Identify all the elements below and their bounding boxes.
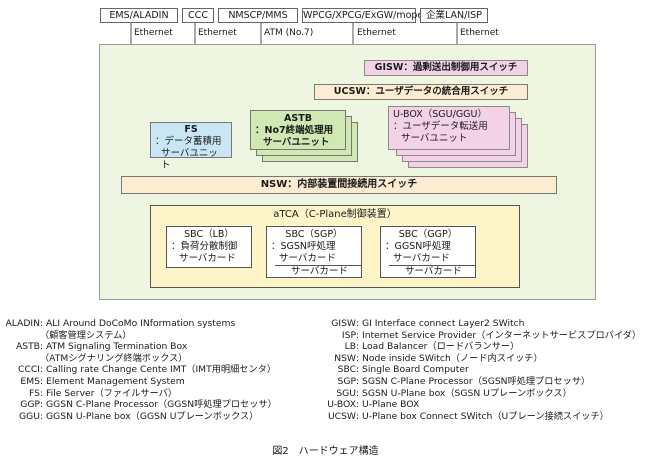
legend-right: GISW: GI Interface connect Layer2 SWitch… [322, 318, 641, 422]
gisw-bar: GISW：過剰送出制御用スイッチ [364, 60, 528, 76]
sbc-sgp-title: SBC（SGP） [285, 229, 343, 240]
legend-row: U-BOX: U-Plane BOX [322, 399, 641, 411]
legend-row: GGU: GGSN U-Plane box（GGSN Uプレーンボックス） [2, 411, 277, 423]
sbc-sgp-line1: ：SGSN呼処理 [271, 241, 336, 252]
legend-desc: : Node inside SWitch（ノード内スイッチ） [356, 352, 543, 364]
link-label-5: Ethernet [460, 28, 499, 38]
sbc-ggp-line1: ：GGSN呼処理 [385, 241, 451, 252]
sbc-sgp-card: SBC（SGP） ：SGSN呼処理 サーバカード サーバカード [266, 226, 362, 278]
legend-abbr: UCSW [327, 410, 356, 422]
legend-abbr: U-BOX [327, 399, 356, 411]
fs-line2: サーバユニット [161, 148, 218, 171]
legend-abbr: FS [29, 387, 40, 399]
legend-row: CCCI: Calling rate Change Cente IMT（IMT用… [2, 364, 277, 376]
sbc-lb-line2: サーバカード [179, 253, 236, 264]
legend-desc: : Element Management System [40, 375, 185, 387]
legend-abbr: ISP [341, 329, 356, 341]
sbc-lb-line1: ：負荷分散制御 [171, 241, 238, 252]
legend-desc: : SGSN U-Plane box（SGSN Uプレーンボックス） [356, 387, 572, 399]
legend-desc: : GI Interface connect Layer2 SWitch [356, 318, 525, 329]
figure-caption: 図2 ハードウェア構造 [272, 446, 379, 457]
legend-desc: : U-Plane BOX [356, 399, 420, 411]
legend-desc: : Load Balancer（ロードバランサー） [356, 341, 520, 353]
ubox-card: U-BOX（SGU/GGU） ：ユーザデータ転送用 サーバユニット [388, 106, 510, 150]
legend-desc: : File Server（ファイルサーバ） [40, 387, 178, 399]
link-label-1: Ethernet [134, 28, 173, 38]
legend-desc: : ATM Signaling Termination Box [40, 341, 188, 353]
legend-abbr: GISW [331, 318, 356, 329]
legend-row: GISW: GI Interface connect Layer2 SWitch [322, 318, 641, 330]
legend-desc: : ALI Around DoCoMo INformation systems [40, 318, 236, 329]
legend-desc: : Internet Service Provider（インターネットサービスプ… [356, 329, 642, 341]
legend-row: EMS: Element Management System [2, 376, 277, 388]
ubox-line1: ：ユーザデータ転送用 [393, 121, 488, 132]
sbc-ggp-title: SBC（GGP） [398, 229, 458, 240]
sbc-lb-card: SBC（LB） ：負荷分散制御 サーバカード [166, 226, 252, 268]
sbc-sgp-line2: サーバカード [279, 253, 336, 264]
link-label-4: Ethernet [357, 28, 396, 38]
fs-line1: ：データ蓄積用 [155, 136, 222, 147]
legend-row: LB: Load Balancer（ロードバランサー） [322, 341, 641, 353]
legend-abbr: SGU [336, 387, 356, 399]
legend-row: ALADIN: ALI Around DoCoMo INformation sy… [2, 318, 277, 330]
legend-row: FS: File Server（ファイルサーバ） [2, 388, 277, 400]
legend-row: ASTB: ATM Signaling Termination Box [2, 341, 277, 353]
legend-row: NSW: Node inside SWitch（ノード内スイッチ） [322, 353, 641, 365]
astb-card: ASTB ：No7終端処理用 サーバユニット [250, 110, 346, 150]
sbc-sgp-line3: サーバカード [275, 265, 361, 278]
astb-title: ASTB [284, 113, 312, 124]
legend-row: （ATMシグナリング終端ボックス） [2, 353, 277, 365]
ubox-line2: サーバユニット [401, 133, 468, 144]
legend-abbr: LB [344, 341, 356, 353]
legend-desc: : U-Plane box Connect SWitch（Uプレーン接続スイッチ… [356, 410, 609, 422]
legend-desc: : Calling rate Change Cente IMT（IMT用明細セン… [40, 364, 277, 376]
legend-abbr: EMS [20, 375, 40, 387]
top-label-ccc: CCC [182, 8, 214, 23]
legend-abbr: CCCI [18, 364, 40, 376]
sbc-lb-title: SBC（LB） [184, 229, 234, 240]
legend-abbr: ALADIN [5, 318, 40, 329]
top-label-ems-aladin: EMS/ALADIN [100, 8, 178, 23]
legend-desc: : GGSN C-Plane Processor（GGSN呼処理プロセッサ） [40, 399, 277, 411]
nsw-bar: NSW：内部装置間接続用スイッチ [121, 176, 557, 194]
legend-desc: : GGSN U-Plane box（GGSN Uプレーンボックス） [40, 410, 259, 422]
top-label-nmscp-mms: NMSCP/MMS [218, 8, 298, 23]
legend-row: （顧客管理システム） [2, 330, 277, 342]
legend-desc: : SGSN C-Plane Processor（SGSN呼処理プロセッサ） [356, 375, 591, 387]
legend-row: GGP: GGSN C-Plane Processor（GGSN呼処理プロセッサ… [2, 399, 277, 411]
ubox-title: U-BOX（SGU/GGU） [393, 109, 487, 120]
legend-left: ALADIN: ALI Around DoCoMo INformation sy… [2, 318, 277, 423]
legend-desc: （顧客管理システム） [40, 329, 132, 341]
atca-title: aTCA（C-Plane制御装置） [273, 209, 397, 220]
legend-desc: （ATMシグナリング終端ボックス） [40, 352, 188, 364]
link-label-2: Ethernet [198, 28, 237, 38]
fs-title: FS [184, 124, 198, 135]
legend-abbr: NSW [334, 352, 356, 364]
legend-abbr: ASTB [15, 341, 40, 353]
top-label-wpcg: WPCG/XPCG/ExGW/mopera [302, 8, 433, 23]
astb-line1: ：No7終端処理用 [255, 125, 334, 136]
sbc-ggp-line2: サーバカード [393, 253, 450, 264]
legend-desc: : Single Board Computer [356, 364, 469, 376]
legend-abbr: SBC [337, 364, 356, 376]
legend-abbr: GGP [20, 399, 40, 411]
astb-line2: サーバユニット [263, 137, 330, 148]
top-label-lan-isp: 企業LAN/ISP [420, 8, 488, 23]
legend-row: SGU: SGSN U-Plane box（SGSN Uプレーンボックス） [322, 388, 641, 400]
legend-row: ISP: Internet Service Provider（インターネットサー… [322, 330, 641, 342]
legend-abbr: SGP [337, 375, 357, 387]
legend-row: SBC: Single Board Computer [322, 364, 641, 376]
legend-abbr: GGU [19, 410, 40, 422]
fs-card: FS ：データ蓄積用 サーバユニット [150, 122, 232, 171]
link-label-3: ATM (No.7) [264, 28, 314, 38]
sbc-ggp-card: SBC（GGP） ：GGSN呼処理 サーバカード サーバカード [380, 226, 476, 278]
legend-row: UCSW: U-Plane box Connect SWitch（Uプレーン接続… [322, 411, 641, 423]
sbc-ggp-line3: サーバカード [389, 265, 475, 278]
legend-row: SGP: SGSN C-Plane Processor（SGSN呼処理プロセッサ… [322, 376, 641, 388]
ucsw-bar: UCSW：ユーザデータの統合用スイッチ [314, 84, 528, 100]
